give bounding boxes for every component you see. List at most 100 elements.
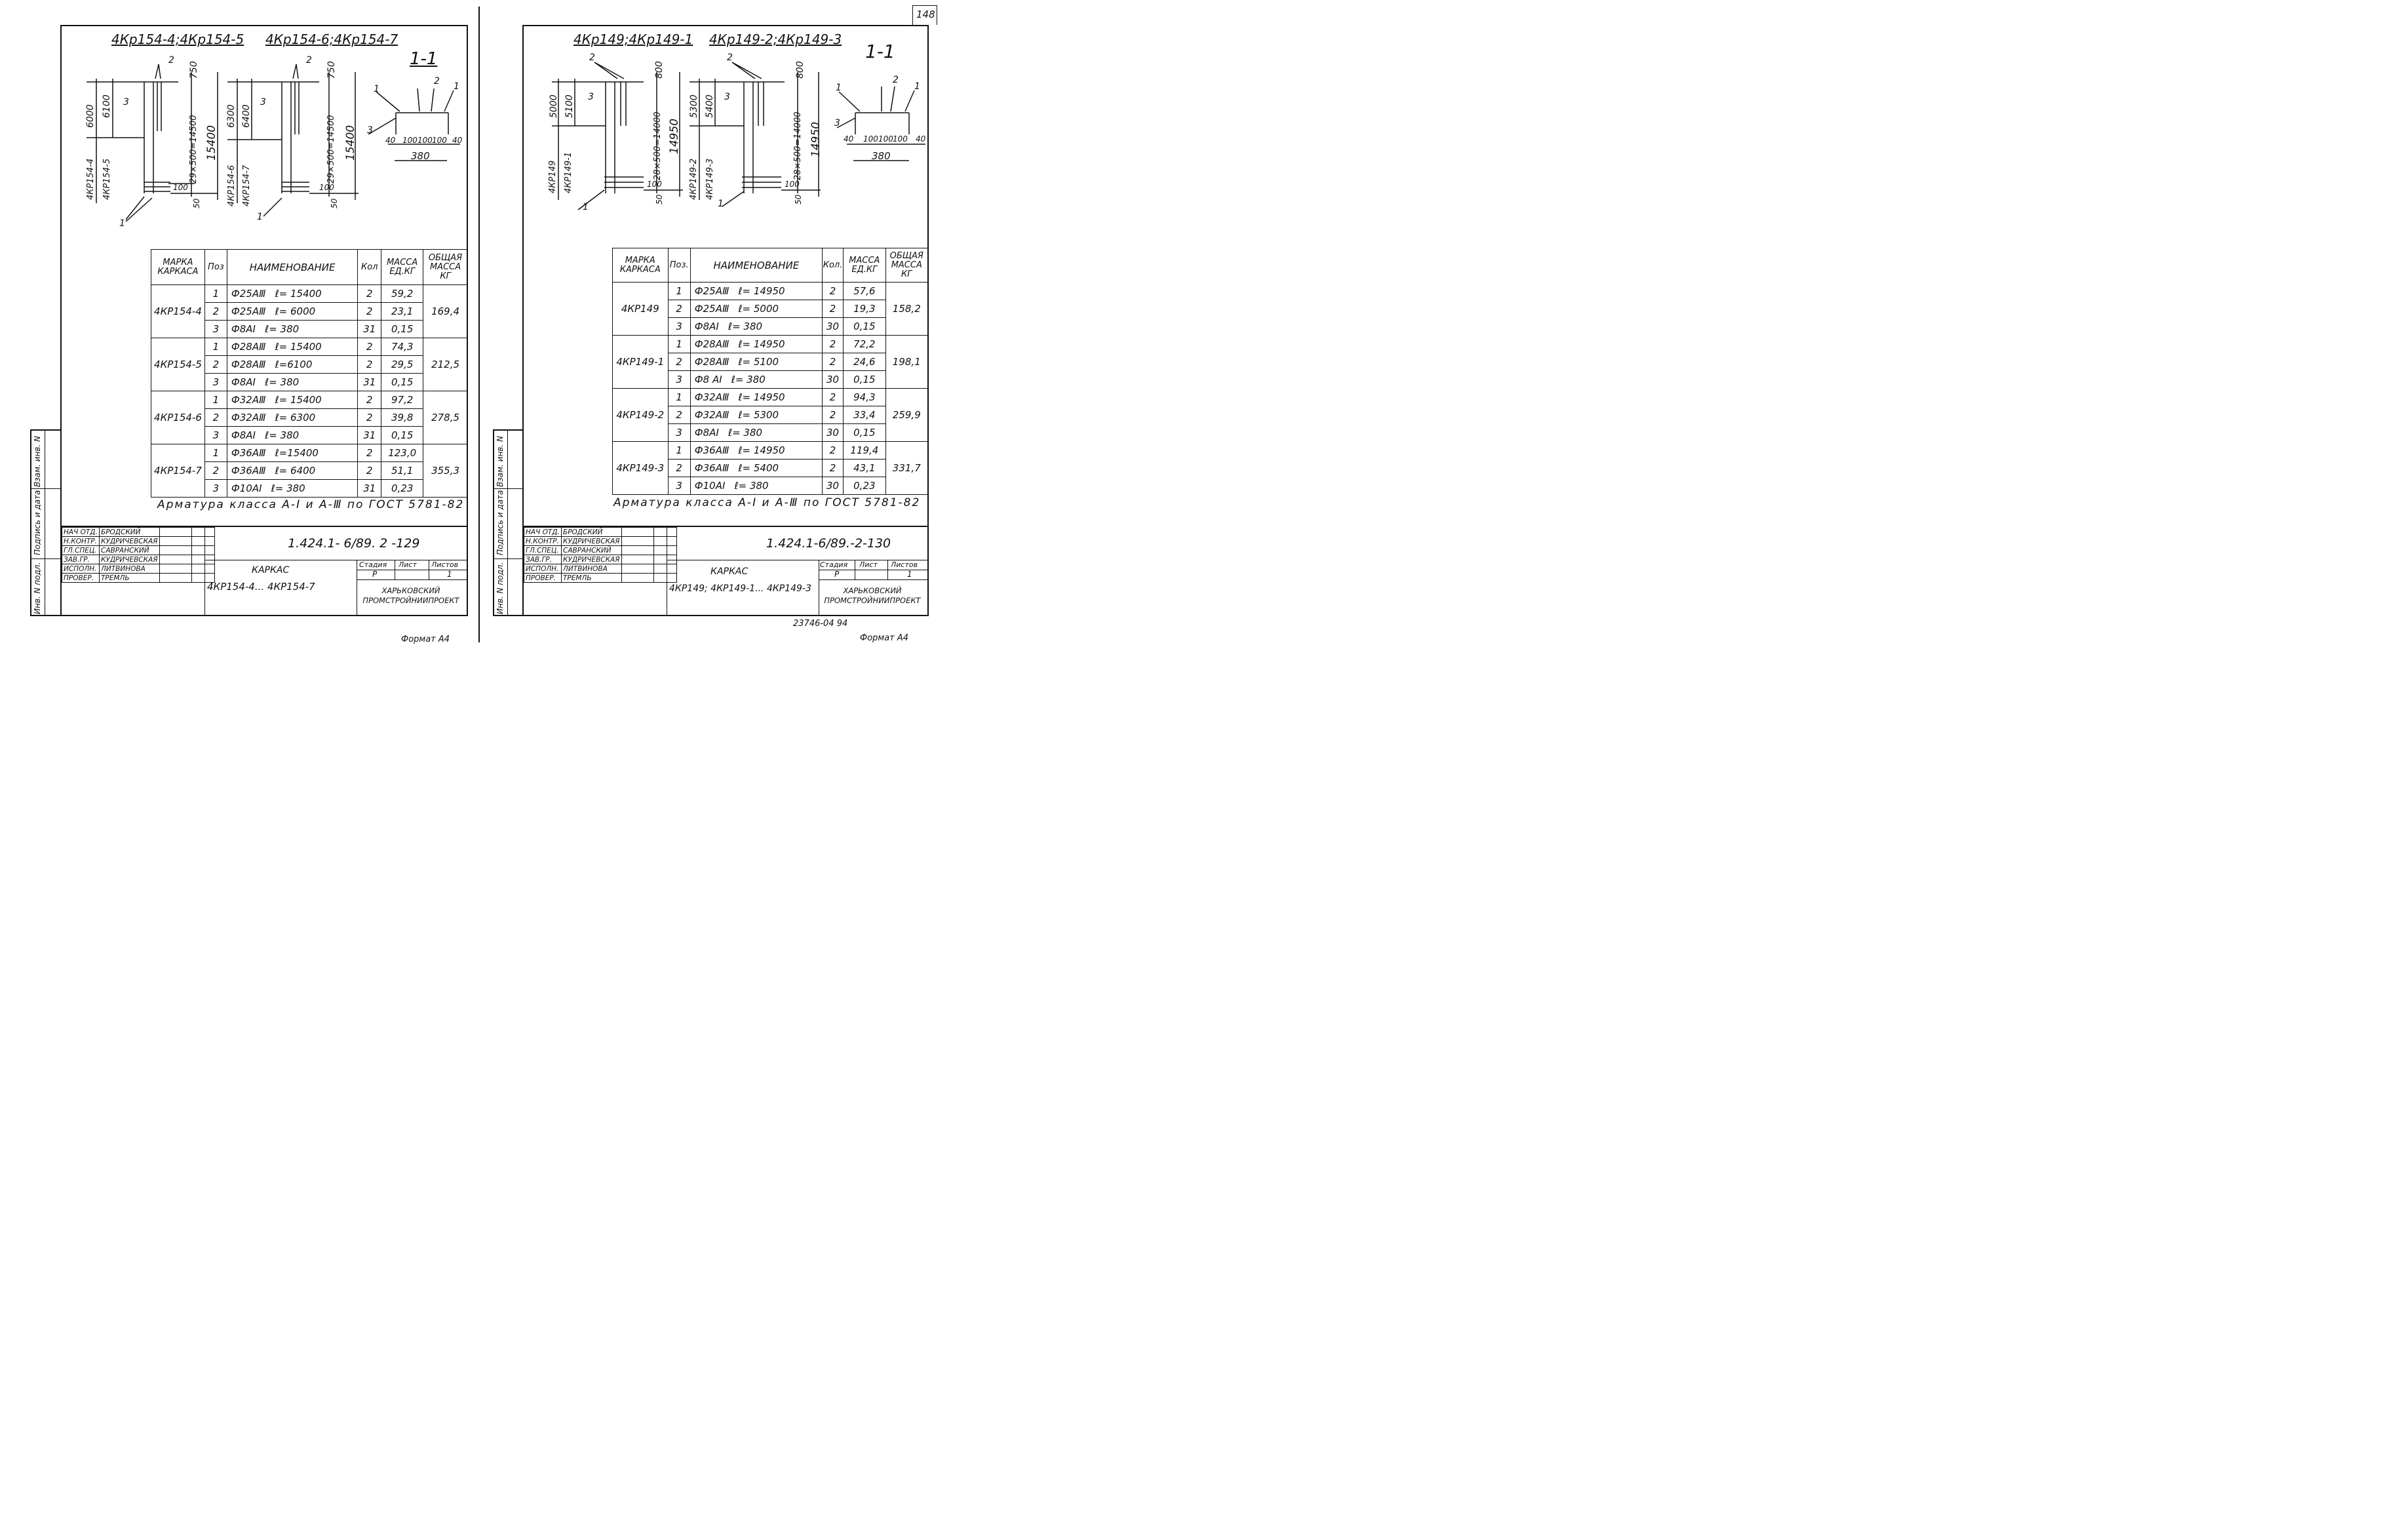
sec-dim-100-c: 100 [432,136,447,145]
right-note: Арматура класса А-I и А-Ⅲ по ГОСТ 5781-8… [613,496,921,509]
pos-cell: 2 [667,353,691,371]
bar-diameter: Ф28АⅢ [231,359,266,370]
signature-cell [621,564,654,574]
bar-diameter: Ф25АⅢ [231,288,266,300]
th-name: НАИМЕНОВАНИЕ [226,249,359,285]
total-mass-cell: 331,7 [885,441,929,495]
r-pos-3-a: 3 [588,92,594,102]
person-cell: ТРЕМЛЬ [99,573,160,583]
bar-diameter: Ф10АI [231,482,262,494]
bar-length: ℓ= 14950 [738,338,785,350]
date-cell [653,527,677,537]
signature-row: ЗАВ.ГР.КУДРИЧЕВСКАЯ [524,555,677,564]
sec-pos1-a: 1 [374,84,379,94]
left-section-label: 1-1 [410,49,438,69]
left-stage-value: Р [372,570,378,579]
bar-length: ℓ= 5300 [738,409,779,421]
pos-1-b: 1 [257,212,263,222]
pos-cell: 1 [204,444,227,462]
date-cell [653,564,677,574]
th-mark: МАРКА КАРКАСА [151,249,205,285]
inv-label: Инв. N подл. [33,562,42,614]
r-dim-end-50-a: 50 [655,194,664,205]
mass-cell: 0,15 [843,317,886,336]
bar-length: ℓ= 380 [271,482,305,494]
bar-diameter: Ф36АⅢ [231,465,266,477]
qty-cell: 30 [821,423,844,442]
mass-cell: 0,15 [381,320,424,338]
date-cell [191,564,215,574]
pos-cell: 1 [667,335,691,353]
pos-cell: 3 [667,477,691,495]
qty-cell: 2 [821,282,844,300]
sec-pos1-b: 1 [454,81,459,92]
r-dim-short-c: 5300 [689,94,699,118]
mass-cell: 0,15 [381,426,424,444]
qty-cell: 2 [357,461,382,480]
th-pos: Поз [204,249,227,285]
dim-mark-d: 4КР154-7 [242,165,252,206]
bar-length: ℓ= 14950 [738,444,785,456]
bar-length: ℓ= 5000 [738,303,779,315]
r-sec-dim-40-a: 40 [844,134,854,144]
r-dim-mark-d: 4КР149-3 [705,159,715,200]
left-stage-header: Стадия [359,560,387,569]
bar-length: ℓ= 380 [265,429,300,441]
bar-length: ℓ= 6400 [275,465,316,477]
person-cell: ЛИТВИНОВА [99,564,160,574]
mass-cell: 0,15 [381,373,424,391]
qty-cell: 2 [821,353,844,371]
role-cell: ГЛ.СПЕЦ. [524,545,562,555]
r-th-qty: Кол. [821,248,844,283]
bar-diameter: Ф36АⅢ [694,444,729,456]
qty-cell: 2 [357,284,382,303]
bar-length: ℓ= 380 [265,323,300,335]
dim-short-a: 6000 [85,104,96,128]
bar-length: ℓ= 5400 [738,462,779,474]
right-item-name: КАРКАС [710,566,748,577]
qty-cell: 2 [357,355,382,374]
cage-elevation-d [689,62,821,207]
bar-diameter: Ф28АⅢ [694,338,729,350]
pos-cell: 3 [204,373,227,391]
bar-length: ℓ=6100 [275,359,313,370]
page-number-box [912,5,937,25]
total-mass-cell: 198,1 [885,335,929,389]
bar-diameter: Ф25АⅢ [694,303,729,315]
left-spec-table: МАРКА КАРКАСА Поз НАИМЕНОВАНИЕ Кол МАССА… [151,249,468,498]
qty-cell: 2 [821,300,844,318]
r-pos-2-a: 2 [589,52,595,63]
bar-length: ℓ= 14950 [738,285,785,297]
r-dim-end-100-a: 100 [647,180,662,189]
pos-cell: 2 [204,355,227,374]
bar-diameter: Ф32АⅢ [231,412,266,423]
left-doc-code: 1.424.1- 6/89. 2 -129 [288,536,420,551]
bar-diameter: Ф25АⅢ [694,285,729,297]
date-cell [191,527,215,537]
right-cage-drawings: 800 14950 28×500=14000 5000 5100 4КР149 … [548,52,926,212]
cage-elevation-b [227,64,359,217]
page-number: 148 [916,9,935,20]
mass-cell: 97,2 [381,391,424,409]
cage-mark-cell: 4КР154-4 [151,284,205,338]
role-cell: Н.КОНТР. [62,536,100,546]
left-header-marks-b: 4Кр154-6;4Кр154-7 [265,31,398,47]
bar-length: ℓ= 380 [265,376,300,388]
right-doc-code: 1.424.1-6/89.-2-130 [766,536,891,551]
date-cell [653,573,677,583]
right-side-strip: Инв. N подл. Подпись и дата Взам. инв. N [493,429,522,616]
dim-short-b: 6100 [102,94,112,118]
pos-3-b: 3 [260,97,266,108]
mass-cell: 33,4 [843,406,886,424]
